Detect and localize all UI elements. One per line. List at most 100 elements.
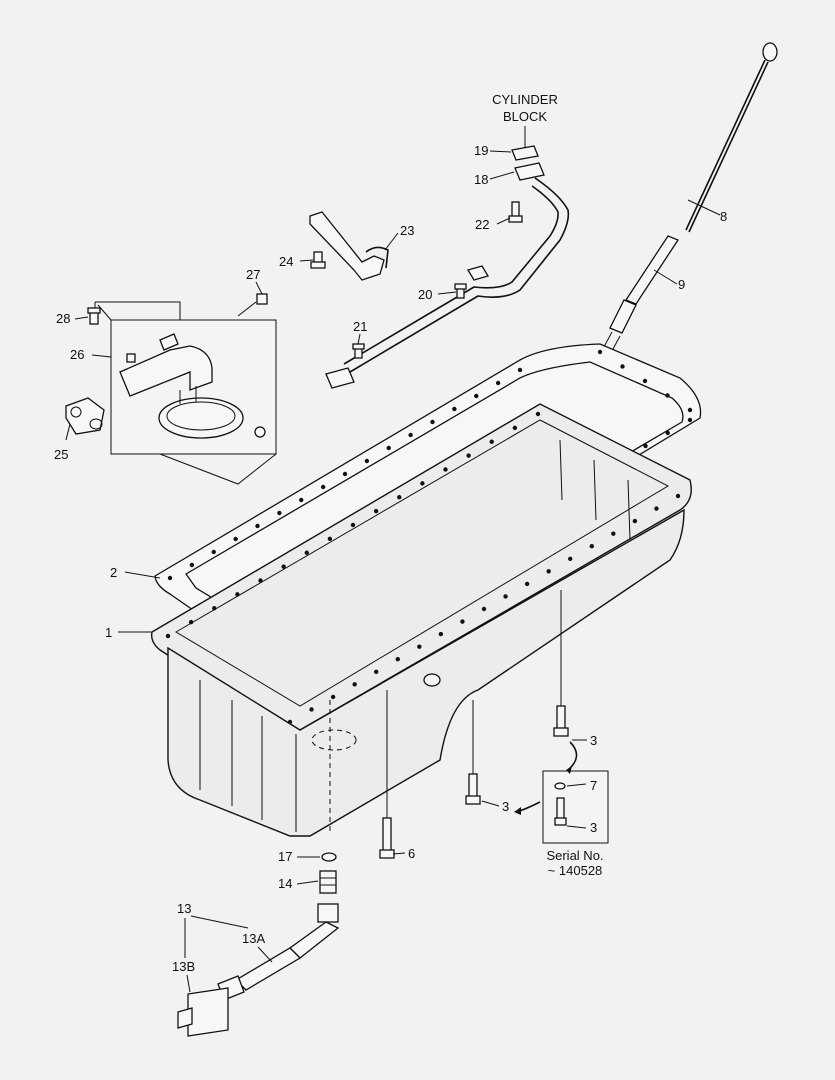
bolt-6-icon bbox=[379, 690, 395, 859]
callout-25: 25 bbox=[54, 447, 68, 462]
bolt-26-icon bbox=[126, 353, 136, 363]
washer-7-icon bbox=[554, 782, 566, 790]
o-ring-17-icon bbox=[321, 852, 337, 862]
bolt-hole bbox=[443, 467, 448, 472]
bracket-23 bbox=[309, 211, 389, 281]
bolt-hole bbox=[642, 378, 648, 384]
bolt-24-icon bbox=[310, 251, 326, 269]
bolt-hole bbox=[489, 439, 494, 444]
callout-2: 2 bbox=[110, 565, 117, 580]
bolt-hole bbox=[258, 578, 263, 583]
callout-20: 20 bbox=[418, 287, 432, 302]
bolt-3c-icon bbox=[556, 797, 565, 821]
bolt-hole bbox=[597, 349, 603, 355]
callout-7: 7 bbox=[590, 778, 597, 793]
bolt-hole bbox=[320, 484, 326, 490]
strainer-pipe-icon bbox=[119, 345, 213, 397]
bolt-hole bbox=[167, 575, 173, 581]
bolt-hole bbox=[386, 445, 391, 451]
callout-8: 8 bbox=[720, 209, 727, 224]
callout-1: 1 bbox=[105, 625, 112, 640]
callout-13: 13 bbox=[177, 901, 191, 916]
bolt-hole bbox=[420, 481, 425, 486]
pipe-flange-icon bbox=[325, 367, 355, 389]
bolt-hole bbox=[466, 453, 471, 458]
bolt-hole bbox=[643, 443, 648, 449]
callout-23: 23 bbox=[400, 223, 414, 238]
bolt-hole bbox=[342, 471, 348, 477]
callout-24: 24 bbox=[279, 254, 293, 269]
callout-9: 9 bbox=[678, 277, 685, 292]
callout-3c: 3 bbox=[590, 820, 597, 835]
adapter-14-icon bbox=[319, 870, 337, 894]
bolt-hole bbox=[665, 393, 670, 398]
bolt-hole bbox=[675, 493, 681, 499]
bolt-hole bbox=[397, 495, 402, 500]
cylinder-block-label: CYLINDER BLOCK bbox=[492, 92, 558, 150]
bolt-hole bbox=[512, 425, 518, 431]
cylinder-block-line2: BLOCK bbox=[503, 109, 547, 124]
bolt-hole bbox=[350, 522, 356, 528]
callout-13b: 13B bbox=[172, 959, 195, 974]
bolt-hole bbox=[687, 407, 693, 413]
callout-19: 19 bbox=[474, 143, 488, 158]
bolt-hole bbox=[277, 510, 282, 516]
bolt-hole bbox=[620, 364, 625, 369]
bolt-hole bbox=[524, 581, 530, 587]
bolt-hole bbox=[430, 419, 435, 425]
bolt-3b-icon bbox=[465, 700, 481, 805]
bolt-27-icon bbox=[237, 293, 268, 317]
callout-17: 17 bbox=[278, 849, 292, 864]
bolt-hole bbox=[654, 506, 659, 511]
callout-3a: 3 bbox=[590, 733, 597, 748]
drain-hose-13 bbox=[177, 903, 340, 1037]
gasket-19-icon bbox=[511, 145, 539, 161]
strainer-detail bbox=[65, 301, 277, 485]
bolt-hole bbox=[665, 430, 670, 436]
callout-13a: 13A bbox=[242, 931, 265, 946]
callout-3b: 3 bbox=[502, 799, 509, 814]
bolt-hole bbox=[255, 523, 260, 529]
oil-suction-pipe bbox=[325, 145, 570, 389]
bolt-hole bbox=[546, 569, 551, 574]
callout-labels: 8 9 19 18 22 20 21 23 24 27 28 26 25 2 1… bbox=[54, 143, 727, 974]
oil-pan-bolt-holes bbox=[165, 411, 681, 725]
bolt-hole bbox=[327, 536, 333, 542]
strainer-screen-icon bbox=[158, 397, 244, 439]
callout-22: 22 bbox=[475, 217, 489, 232]
bolt-hole bbox=[233, 536, 238, 542]
callout-6: 6 bbox=[408, 846, 415, 861]
callout-18: 18 bbox=[474, 172, 488, 187]
bolt-hole bbox=[481, 606, 487, 612]
bolt-hole bbox=[460, 619, 465, 624]
bolt-hole bbox=[287, 719, 293, 725]
bolt-hole bbox=[309, 707, 314, 712]
callout-27: 27 bbox=[246, 267, 260, 282]
dipstick-8 bbox=[685, 42, 778, 233]
callout-28: 28 bbox=[56, 311, 70, 326]
callout-26: 26 bbox=[70, 347, 84, 362]
nut-icon bbox=[254, 426, 266, 438]
bolt-hole bbox=[474, 393, 479, 399]
bolt-28-icon bbox=[87, 307, 101, 325]
bolt-hole bbox=[687, 417, 693, 423]
bolt-hole bbox=[304, 550, 309, 555]
bolt-hole bbox=[165, 633, 171, 639]
bolt-hole bbox=[417, 644, 422, 649]
bolt-hole bbox=[568, 556, 573, 561]
cylinder-block-line1: CYLINDER bbox=[492, 92, 558, 107]
bolt-hole bbox=[352, 682, 357, 687]
bolt-hole bbox=[281, 564, 286, 569]
serial-note-line2: ~ 140528 bbox=[548, 863, 603, 878]
bolt-3-icon bbox=[553, 705, 569, 737]
callout-14: 14 bbox=[278, 876, 292, 891]
bolt-hole bbox=[374, 669, 379, 674]
serial-inset: Serial No. ~ 140528 bbox=[514, 741, 609, 878]
bolt-hole bbox=[438, 631, 444, 637]
bolt-hole bbox=[452, 406, 457, 412]
bolt-hole bbox=[373, 508, 379, 514]
bolt-hole bbox=[299, 497, 304, 503]
bolt-20-icon bbox=[454, 283, 467, 299]
bolt-hole bbox=[364, 458, 370, 464]
